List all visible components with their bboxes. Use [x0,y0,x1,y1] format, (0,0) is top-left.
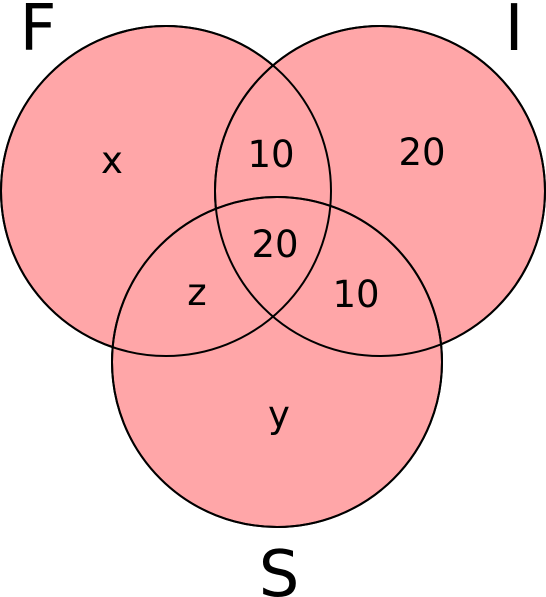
region-i-and-s: 10 [332,273,379,316]
set-label-f: F [20,0,57,66]
region-s-only: y [268,393,290,436]
set-outline-f [0,25,332,357]
region-i-only: 20 [398,131,445,174]
set-label-s: S [259,538,300,597]
set-outline-i [214,25,546,357]
set-outline-s [111,196,443,528]
set-label-i: I [505,0,524,66]
region-f-and-s: z [187,271,206,314]
region-f-i-s: 20 [251,223,298,266]
region-f-only: x [101,139,123,182]
region-f-and-i: 10 [247,133,294,176]
